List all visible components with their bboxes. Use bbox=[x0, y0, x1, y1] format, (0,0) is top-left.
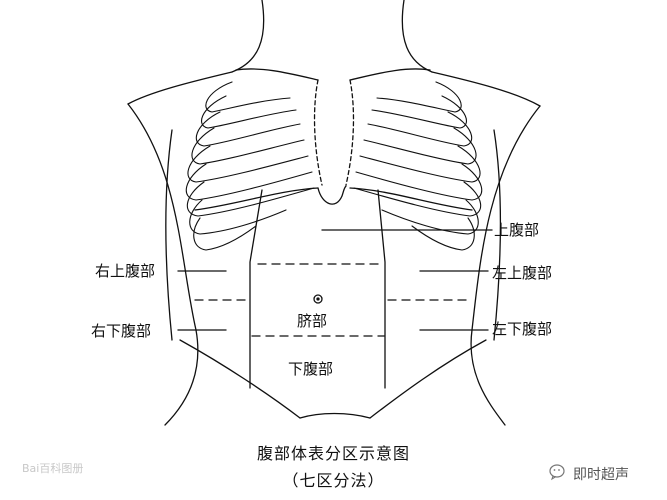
arm-inner-right bbox=[493, 129, 502, 341]
label-left-lower-abdomen: 左下腹部 bbox=[492, 320, 553, 338]
clavicle-right bbox=[349, 68, 431, 81]
caption-subtitle: （七区分法） bbox=[282, 471, 385, 490]
label-right-upper-abdomen: 右上腹部 bbox=[95, 262, 156, 280]
shoulder-left bbox=[127, 71, 233, 105]
groin-line-right bbox=[369, 339, 487, 419]
label-umbilical: 脐部 bbox=[297, 312, 328, 330]
caption-title: 腹部体表分区示意图 bbox=[256, 444, 410, 463]
body-side-left bbox=[127, 103, 199, 426]
ribs-left bbox=[185, 81, 315, 251]
neck-line-right bbox=[401, 0, 433, 73]
sternum bbox=[313, 79, 355, 186]
costal-margin-left bbox=[194, 187, 319, 211]
neck-line-left bbox=[231, 0, 265, 73]
wechat-icon bbox=[549, 464, 565, 481]
label-left-upper-abdomen: 左上腹部 bbox=[492, 264, 553, 282]
label-upper-abdomen: 上腹部 bbox=[494, 221, 540, 239]
source-watermark: Bai百科图册 bbox=[22, 462, 84, 475]
groin-line-left bbox=[179, 339, 301, 419]
navel-ring bbox=[313, 294, 323, 304]
navel-dot bbox=[316, 297, 320, 301]
ribs-right bbox=[353, 81, 483, 251]
brand-watermark: 即时超声 bbox=[573, 467, 629, 483]
label-lower-abdomen: 下腹部 bbox=[288, 360, 334, 378]
shoulder-right bbox=[431, 71, 541, 107]
vertical-line-left bbox=[249, 189, 263, 389]
costal-margin-right bbox=[349, 187, 473, 211]
body-side-right bbox=[470, 105, 541, 426]
pubic-curve bbox=[299, 412, 371, 419]
xiphoid bbox=[317, 185, 347, 205]
label-right-lower-abdomen: 右下腹部 bbox=[91, 322, 152, 340]
vertical-line-right bbox=[377, 189, 386, 389]
arm-inner-left bbox=[165, 129, 173, 341]
clavicle-left bbox=[235, 68, 319, 81]
